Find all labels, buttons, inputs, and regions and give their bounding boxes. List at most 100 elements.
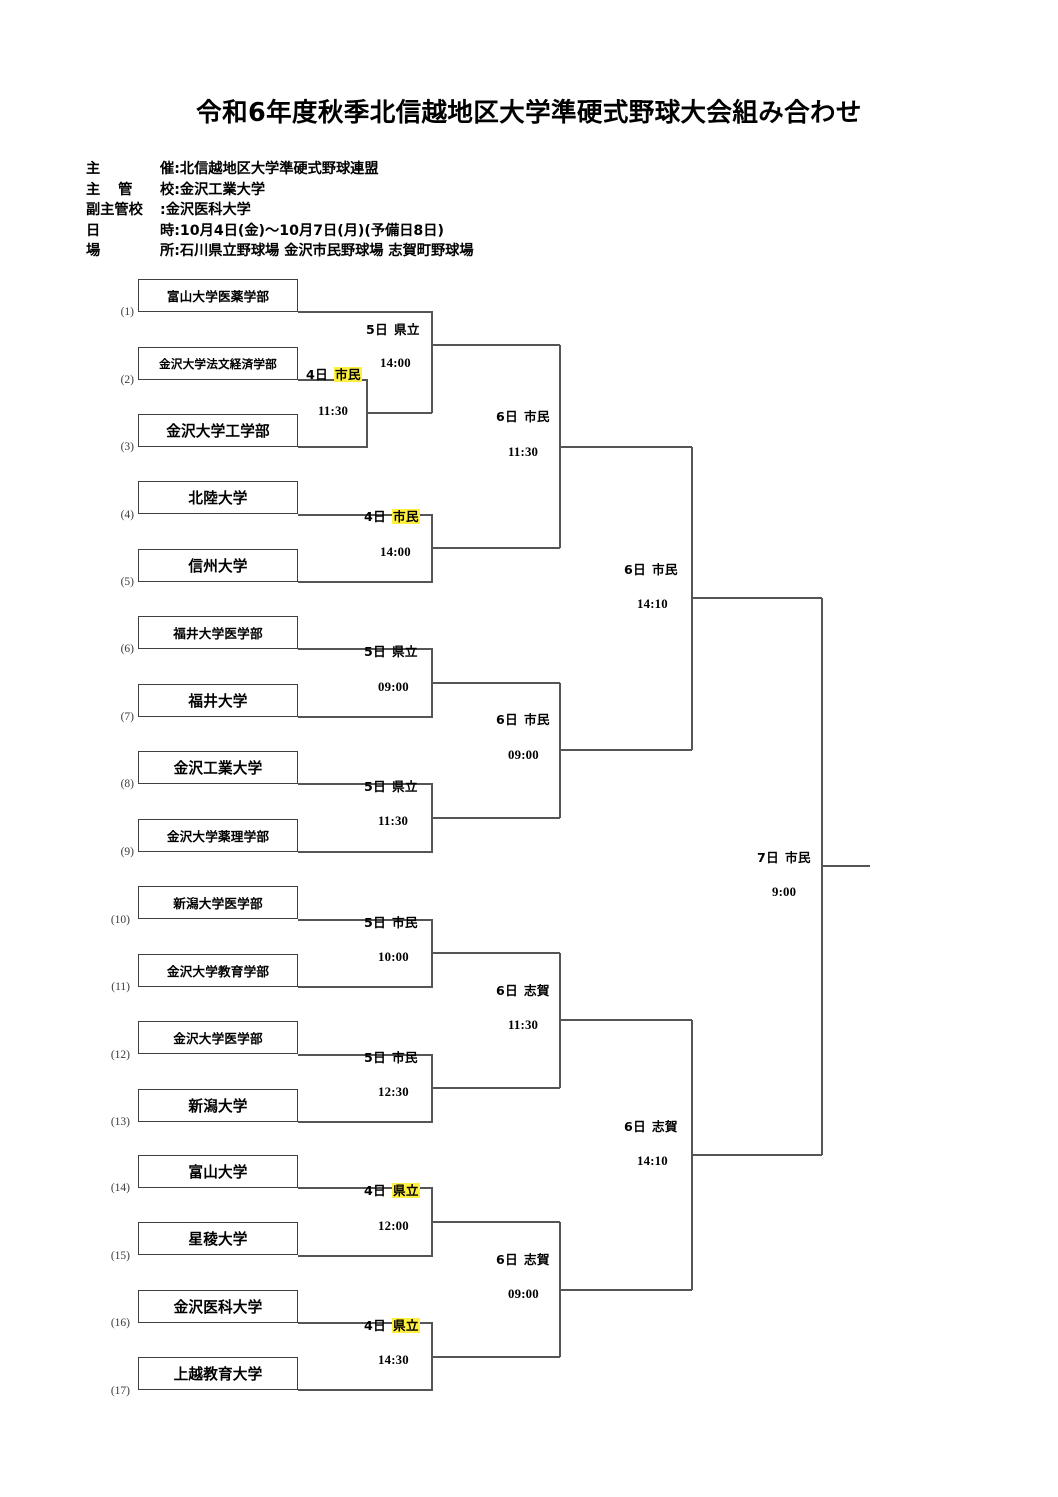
- team-box-6[interactable]: 福井大学医学部: [138, 616, 298, 649]
- seed-number-1: (1): [120, 306, 134, 318]
- match-venue: 市民: [523, 409, 550, 424]
- match-label-1vw: 5日県立: [366, 319, 420, 338]
- team-box-12[interactable]: 金沢大学医学部: [138, 1021, 298, 1054]
- match-day: 5日: [364, 1050, 386, 1065]
- match-time-2v3: 11:30: [318, 404, 349, 418]
- team-box-16[interactable]: 金沢医科大学: [138, 1290, 298, 1323]
- match-label-12v13: 5日市民: [364, 1047, 418, 1066]
- match-day: 5日: [364, 779, 386, 794]
- seed-number-16: (16): [110, 1317, 130, 1329]
- seed-number-5: (5): [120, 576, 134, 588]
- match-venue: 市民: [523, 712, 550, 727]
- team-box-17[interactable]: 上越教育大学: [138, 1357, 298, 1390]
- match-day: 4日: [364, 1183, 386, 1198]
- match-venue: 県立: [391, 1318, 420, 1333]
- match-label-14v15: 4日県立: [364, 1180, 420, 1199]
- match-day: 4日: [364, 509, 386, 524]
- meta-value: 金沢医科大学: [165, 202, 251, 218]
- meta-row-dates: 日 時:10月4日(金)～10月7日(月)(予備日8日): [86, 220, 786, 241]
- team-box-3[interactable]: 金沢大学工学部: [138, 414, 298, 447]
- meta-value: 金沢工業大学: [179, 181, 266, 198]
- match-time-sf-upper: 14:10: [637, 597, 668, 611]
- match-day: 6日: [496, 712, 518, 727]
- match-label-16v17: 4日県立: [364, 1315, 420, 1334]
- match-label-qf-lower-1: 6日志賀: [496, 980, 550, 999]
- match-label-sf-upper: 6日市民: [624, 559, 678, 578]
- match-day: 6日: [496, 409, 518, 424]
- match-label-6v7: 5日県立: [364, 641, 418, 660]
- match-venue: 志賀: [523, 983, 550, 998]
- seed-number-11: (11): [111, 981, 130, 993]
- seed-number-3: (3): [120, 441, 134, 453]
- team-box-9[interactable]: 金沢大学薬理学部: [138, 819, 298, 852]
- team-box-14[interactable]: 富山大学: [138, 1155, 298, 1188]
- team-box-4[interactable]: 北陸大学: [138, 481, 298, 514]
- team-box-5[interactable]: 信州大学: [138, 549, 298, 582]
- seed-number-12: (12): [110, 1049, 130, 1061]
- match-label-qf-upper-1: 6日市民: [496, 406, 550, 425]
- match-venue: 県立: [391, 779, 418, 794]
- match-venue: 市民: [333, 367, 362, 382]
- seed-number-9: (9): [120, 846, 134, 858]
- match-day: 4日: [306, 367, 328, 382]
- meta-label: 日: [86, 222, 117, 239]
- match-venue: 市民: [651, 562, 678, 577]
- seed-number-15: (15): [110, 1250, 130, 1262]
- team-box-2[interactable]: 金沢大学法文経済学部: [138, 347, 298, 380]
- match-time-12v13: 12:30: [378, 1085, 409, 1099]
- seed-number-13: (13): [110, 1116, 130, 1128]
- match-day: 4日: [364, 1318, 386, 1333]
- meta-colon: :: [174, 161, 180, 177]
- match-label-qf-lower-2: 6日志賀: [496, 1249, 550, 1268]
- team-box-15[interactable]: 星稜大学: [138, 1222, 298, 1255]
- match-label-10v11: 5日市民: [364, 912, 418, 931]
- match-venue: 県立: [391, 644, 418, 659]
- seed-number-8: (8): [120, 778, 134, 790]
- meta-colon: :: [160, 202, 166, 218]
- team-box-7[interactable]: 福井大学: [138, 684, 298, 717]
- match-time-4v5: 14:00: [380, 545, 411, 559]
- meta-colon: :: [174, 181, 180, 198]
- match-venue: 市民: [391, 1050, 418, 1065]
- meta-label: 副主管校: [86, 202, 143, 218]
- match-label-4v5: 4日市民: [364, 506, 420, 525]
- match-time-8v9: 11:30: [378, 814, 409, 828]
- match-time-1vw: 14:00: [380, 356, 411, 370]
- team-box-10[interactable]: 新潟大学医学部: [138, 886, 298, 919]
- meta-label-2: 所: [160, 243, 175, 259]
- match-time-qf-upper-1: 11:30: [508, 445, 539, 459]
- team-box-11[interactable]: 金沢大学教育学部: [138, 954, 298, 987]
- meta-label-2: 時: [160, 222, 175, 239]
- meta-colon: :: [174, 222, 180, 239]
- match-venue: 市民: [391, 915, 418, 930]
- match-time-16v17: 14:30: [378, 1353, 409, 1367]
- meta-value: 北信越地区大学準硬式野球連盟: [179, 161, 379, 177]
- team-box-8[interactable]: 金沢工業大学: [138, 751, 298, 784]
- seed-number-7: (7): [120, 711, 134, 723]
- match-day: 7日: [757, 850, 779, 865]
- match-time-final: 9:00: [772, 885, 797, 899]
- page-title: 令和6年度秋季北信越地区大学準硬式野球大会組み合わせ: [196, 98, 862, 128]
- match-venue: 県立: [393, 322, 420, 337]
- match-time-sf-lower: 14:10: [637, 1154, 668, 1168]
- meta-value: 石川県立野球場 金沢市民野球場 志賀町野球場: [179, 243, 474, 259]
- match-day: 6日: [496, 1252, 518, 1267]
- team-box-1[interactable]: 富山大学医薬学部: [138, 279, 298, 312]
- seed-number-14: (14): [110, 1182, 130, 1194]
- seed-number-17: (17): [110, 1385, 130, 1397]
- meta-row-deputy-host-school: 副主管校:金沢医科大学: [86, 199, 786, 220]
- team-box-13[interactable]: 新潟大学: [138, 1089, 298, 1122]
- match-label-sf-lower: 6日志賀: [624, 1116, 678, 1135]
- meta-row-organizer: 主催:北信越地区大学準硬式野球連盟: [86, 158, 786, 179]
- match-time-14v15: 12:00: [378, 1219, 409, 1233]
- meta-colon: :: [174, 243, 180, 259]
- meta-label: 場: [86, 243, 117, 259]
- meta-value: 10月4日(金)～10月7日(月)(予備日8日): [179, 222, 444, 239]
- match-time-qf-lower-1: 11:30: [508, 1018, 539, 1032]
- meta-label: 主: [86, 161, 117, 177]
- match-venue: 市民: [784, 850, 811, 865]
- meta-label: 主 管: [86, 181, 139, 198]
- match-label-2v3: 4日市民: [306, 364, 362, 383]
